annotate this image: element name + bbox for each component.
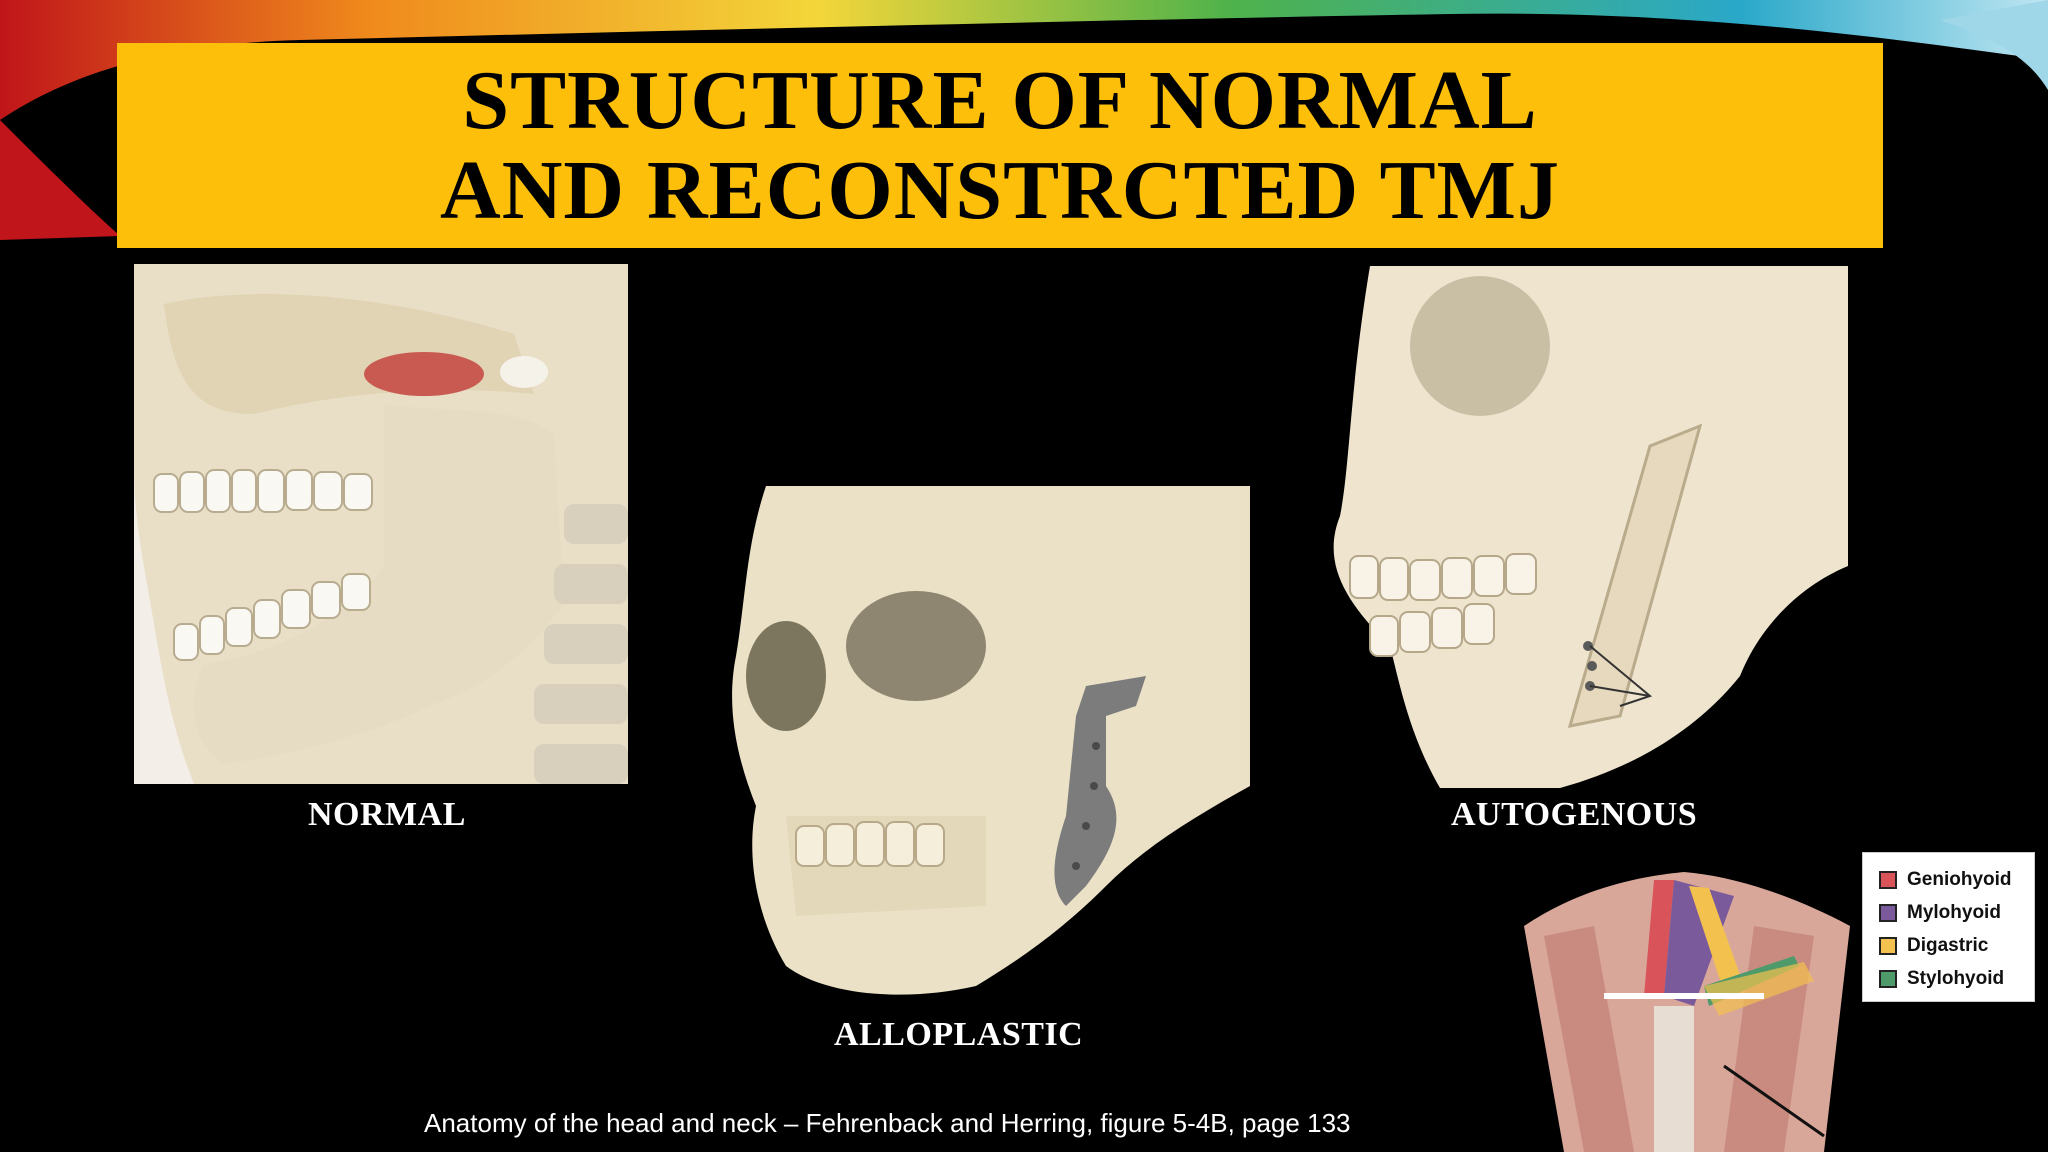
legend-item-digastric: Digastric xyxy=(1879,929,2024,962)
legend-label: Mylohyoid xyxy=(1907,901,2001,923)
legend-item-mylohyoid: Mylohyoid xyxy=(1879,896,2024,929)
autogenous-tmj-image xyxy=(1320,266,1848,788)
geniohyoid-swatch xyxy=(1879,870,1897,889)
legend-label: Digastric xyxy=(1907,934,1989,956)
legend-label: Geniohyoid xyxy=(1907,868,2012,890)
citation-text: Anatomy of the head and neck – Fehrenbac… xyxy=(424,1108,1351,1138)
legend-item-stylohyoid: Stylohyoid xyxy=(1879,962,2024,995)
autogenous-label: AUTOGENOUS xyxy=(1451,796,1698,833)
title-banner: STRUCTURE OF NORMAL AND RECONSTRCTED TMJ xyxy=(117,43,1883,248)
digastric-swatch xyxy=(1879,936,1897,955)
suprahyoid-muscles-image xyxy=(1524,866,1850,1152)
legend-label: Stylohyoid xyxy=(1907,967,2005,989)
decorative-swoosh xyxy=(0,0,2048,240)
title-line-1: STRUCTURE OF NORMAL xyxy=(462,53,1538,147)
legend-item-geniohyoid: Geniohyoid xyxy=(1879,863,2024,896)
alloplastic-label: ALLOPLASTIC xyxy=(834,1016,1084,1053)
stylohyoid-swatch xyxy=(1879,969,1897,988)
mylohyoid-swatch xyxy=(1879,903,1897,922)
title-line-2: AND RECONSTRCTED TMJ xyxy=(440,143,1560,237)
normal-tmj-image xyxy=(134,264,628,784)
alloplastic-tmj-image xyxy=(726,486,1250,1002)
normal-label: NORMAL xyxy=(308,796,466,833)
muscle-legend: Geniohyoid Mylohyoid Digastric Stylohyoi… xyxy=(1862,852,2035,1002)
